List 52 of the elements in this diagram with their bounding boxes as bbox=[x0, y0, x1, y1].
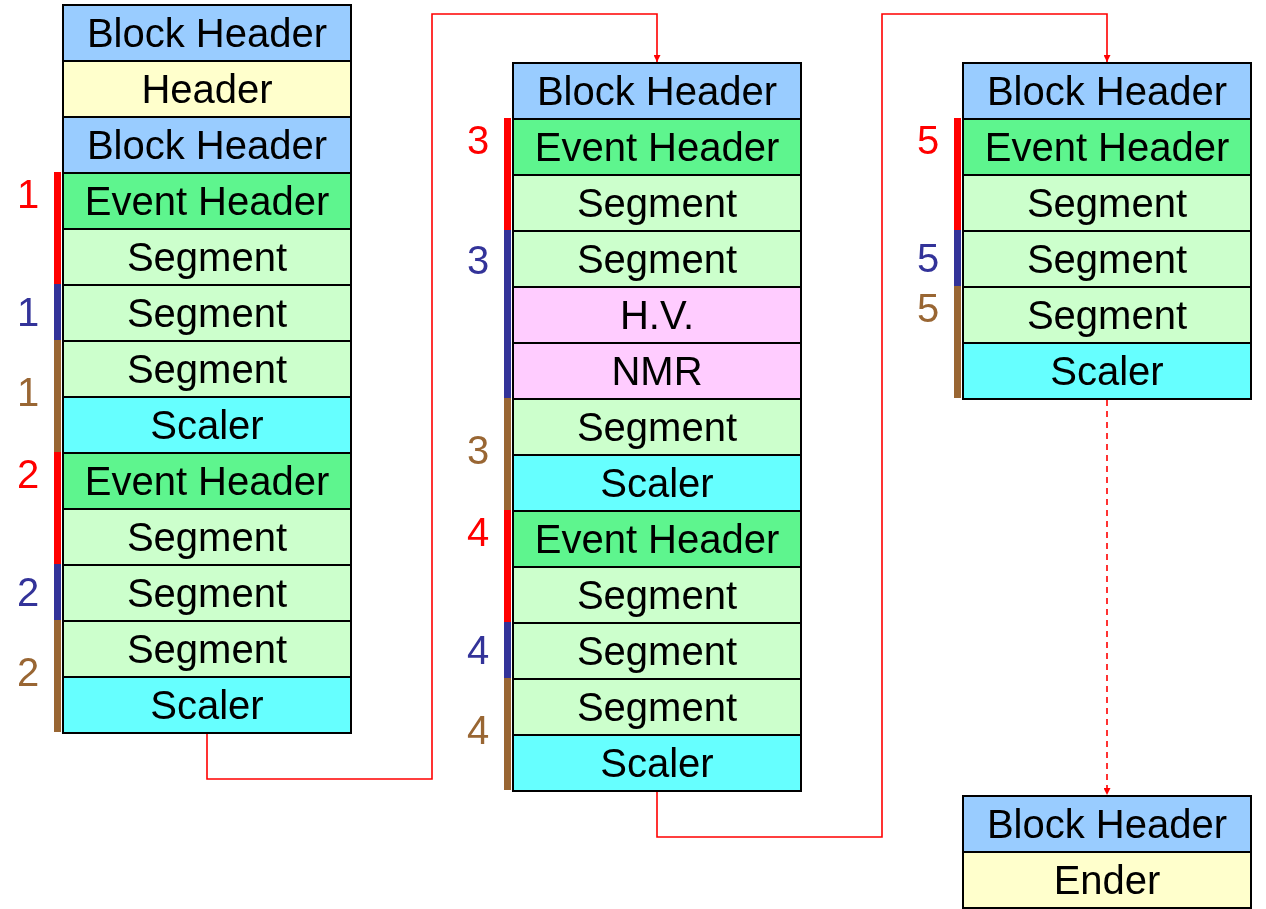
segment-box: Segment bbox=[62, 228, 352, 286]
range-number: 5 bbox=[915, 288, 941, 328]
segment-box: Segment bbox=[962, 174, 1252, 232]
event-header-box: Event Header bbox=[962, 118, 1252, 176]
block-header-box: Block Header bbox=[62, 4, 352, 62]
block-header-box: Block Header bbox=[962, 62, 1252, 120]
event-header-box: Event Header bbox=[512, 118, 802, 176]
arrow bbox=[656, 13, 1111, 838]
segment-box: Segment bbox=[512, 678, 802, 736]
range-number: 5 bbox=[915, 238, 941, 278]
scaler-box: Scaler bbox=[62, 396, 352, 454]
range-number: 4 bbox=[465, 630, 491, 670]
segment-box: Segment bbox=[62, 564, 352, 622]
arrow bbox=[1103, 399, 1111, 796]
range-number: 3 bbox=[465, 430, 491, 470]
scaler-box: Scaler bbox=[962, 342, 1252, 400]
event-header-box: Event Header bbox=[62, 172, 352, 230]
block-header-box: Block Header bbox=[62, 116, 352, 174]
segment-box: Segment bbox=[512, 398, 802, 456]
segment-box: Segment bbox=[512, 566, 802, 624]
range-number: 3 bbox=[465, 120, 491, 160]
header-box: Ender bbox=[962, 851, 1252, 909]
range-number: 1 bbox=[15, 292, 41, 332]
range-number: 4 bbox=[465, 710, 491, 750]
range-number: 2 bbox=[15, 454, 41, 494]
segment-box: Segment bbox=[512, 622, 802, 680]
segment-box: Segment bbox=[62, 284, 352, 342]
range-number: 1 bbox=[15, 372, 41, 412]
segment-box: Segment bbox=[962, 286, 1252, 344]
record-box: NMR bbox=[512, 342, 802, 400]
event-header-box: Event Header bbox=[512, 510, 802, 568]
range-number: 5 bbox=[915, 120, 941, 160]
range-number: 2 bbox=[15, 652, 41, 692]
header-box: Header bbox=[62, 60, 352, 118]
event-header-box: Event Header bbox=[62, 452, 352, 510]
segment-box: Segment bbox=[62, 508, 352, 566]
scaler-box: Scaler bbox=[512, 734, 802, 792]
record-box: H.V. bbox=[512, 286, 802, 344]
range-number: 4 bbox=[465, 512, 491, 552]
range-number: 1 bbox=[15, 174, 41, 214]
segment-box: Segment bbox=[62, 620, 352, 678]
scaler-box: Scaler bbox=[62, 676, 352, 734]
segment-box: Segment bbox=[962, 230, 1252, 288]
segment-box: Segment bbox=[512, 230, 802, 288]
scaler-box: Scaler bbox=[512, 454, 802, 512]
segment-box: Segment bbox=[512, 174, 802, 232]
segment-box: Segment bbox=[62, 340, 352, 398]
range-number: 2 bbox=[15, 572, 41, 612]
block-header-box: Block Header bbox=[512, 62, 802, 120]
range-number: 3 bbox=[465, 240, 491, 280]
block-header-box: Block Header bbox=[962, 795, 1252, 853]
arrow bbox=[206, 13, 661, 780]
